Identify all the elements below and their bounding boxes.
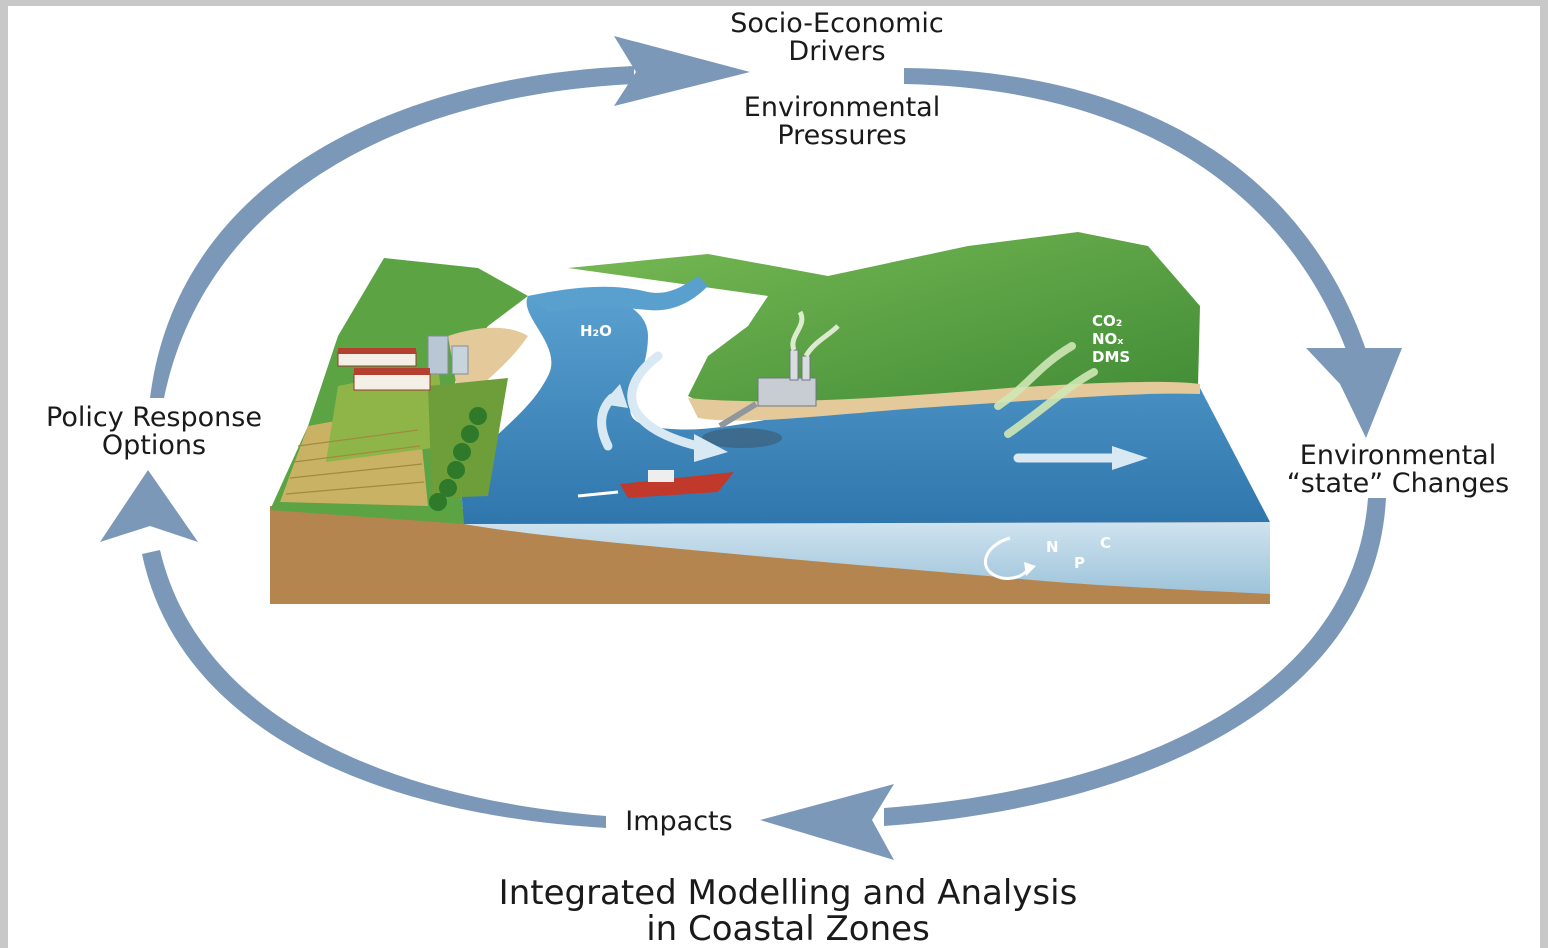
arrow-state-to-impacts — [884, 498, 1386, 826]
gas-label-nox: NOₓ — [1092, 330, 1124, 348]
arrowhead-drivers — [614, 36, 750, 106]
cycle-arrows — [100, 36, 1402, 860]
water-label: H₂O — [580, 322, 612, 340]
arrowhead-policy — [100, 470, 198, 542]
label-impacts: Impacts — [625, 806, 733, 837]
label-pressures: Environmental Pressures — [743, 92, 941, 152]
nutrient-label-c: C — [1100, 534, 1111, 552]
nutrient-cycle-arrow — [984, 536, 1030, 580]
arrow-impacts-to-policy — [142, 550, 606, 828]
town-buildings — [337, 335, 469, 391]
factory — [702, 310, 840, 448]
shoreline — [688, 381, 1200, 421]
gas-label-dms: DMS — [1092, 348, 1130, 366]
gas-label-co2: CO₂ — [1092, 312, 1122, 330]
arrowhead-impacts — [760, 784, 894, 860]
diagram-canvas: H₂O CO₂ NOₓ DMS N P C Socio-Economic Dri… — [8, 6, 1540, 948]
river-channel — [528, 276, 708, 312]
gas-exchange-arrows — [994, 342, 1098, 438]
arrow-drivers-to-state — [904, 68, 1370, 366]
water-cross-section — [464, 522, 1270, 594]
coastal-landscape-illustration: H₂O CO₂ NOₓ DMS N P C — [270, 232, 1270, 604]
cycle-diagram: H₂O CO₂ NOₓ DMS N P C — [100, 36, 1402, 860]
label-state-changes: Environmental “state” Changes — [1286, 440, 1510, 500]
diagram-title: Integrated Modelling and Analysis in Coa… — [498, 873, 1078, 948]
ship — [577, 470, 734, 498]
nutrient-label-p: P — [1074, 554, 1085, 572]
label-drivers: Socio-Economic Drivers — [730, 8, 944, 68]
label-policy: Policy Response Options — [46, 402, 262, 462]
arrow-policy-to-drivers — [150, 66, 634, 398]
nutrient-label-n: N — [1046, 538, 1059, 556]
arrowhead-state — [1306, 348, 1402, 438]
